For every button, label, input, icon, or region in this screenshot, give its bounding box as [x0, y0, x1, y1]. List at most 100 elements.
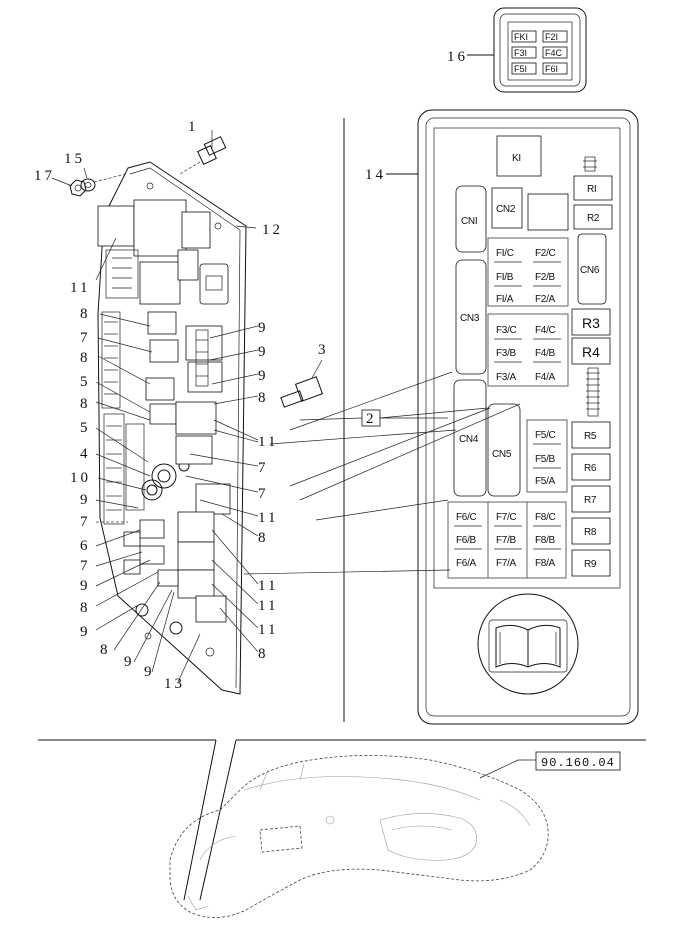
callout-9: 9 [80, 578, 91, 594]
connector-cn2-label: CN2 [496, 204, 516, 215]
relay-r5-label: R5 [584, 431, 597, 442]
callout-2-group: 2 [243, 371, 521, 575]
fuse-label: F5/B [535, 454, 556, 465]
callout-8: 8 [80, 306, 91, 322]
stud-1: 1 [179, 119, 227, 175]
fuse-label: F7/C [496, 512, 517, 523]
callout-9: 9 [124, 654, 135, 670]
callout-9: 9 [258, 320, 269, 336]
callout-7: 7 [80, 514, 91, 530]
callout-6: 6 [80, 538, 91, 554]
connector-cn3-label: CN3 [460, 313, 480, 324]
fuse-block-label: FKI [514, 32, 528, 42]
callout-17: 17 [34, 168, 55, 184]
callout-8: 8 [80, 396, 91, 412]
fuse-label: F8/B [535, 535, 556, 546]
fuse-label: F7/B [496, 535, 517, 546]
callout-12: 12 [262, 222, 283, 238]
fuse-label: FI/C [496, 248, 514, 259]
fuse-label: F4/A [535, 372, 556, 383]
connector-cn1-label: CNI [461, 216, 477, 227]
fuse-block-label: F4C [545, 48, 563, 58]
relay-k1-label: KI [512, 153, 521, 164]
fuse-label: F7/A [496, 558, 517, 569]
leader-lines [95, 225, 259, 683]
connector-cn5-label: CN5 [492, 449, 512, 460]
fuse-block-label: F2I [545, 32, 558, 42]
callout-3: 3 [318, 342, 329, 358]
fuse-label: F2/B [535, 272, 556, 283]
callout-15: 15 [64, 151, 85, 167]
bolt-3: 3 [280, 342, 329, 408]
fuse-label: F4/C [535, 325, 556, 336]
fuse-label: F3/C [496, 325, 517, 336]
callout-8: 8 [258, 390, 269, 406]
callout-10: 10 [70, 470, 91, 486]
fuse-label: F5/A [535, 476, 556, 487]
callout-11: 11 [258, 510, 278, 526]
fuse-label: F3/B [496, 348, 517, 359]
callout-4: 4 [80, 446, 91, 462]
callout-2: 2 [366, 411, 377, 427]
fuse-block-label: F6I [545, 64, 558, 74]
reference-box: 90.160.04 [518, 751, 621, 771]
fuse-label: FI/A [496, 294, 514, 305]
fuse-label: FI/B [496, 272, 514, 283]
fuse-block-label: F5I [514, 64, 527, 74]
relay-r7-label: R7 [584, 495, 597, 506]
callout-9: 9 [80, 492, 91, 508]
callout-9: 9 [144, 664, 155, 680]
fuse-label: F8/A [535, 558, 556, 569]
diode-strip [586, 367, 600, 417]
reference-number: 90.160.04 [541, 756, 615, 770]
callout-13: 13 [164, 676, 185, 692]
relay-r6-label: R6 [584, 463, 597, 474]
callout-1: 1 [188, 119, 199, 135]
decal-panel-14: 14 KI CNI CN2 RI R2 FI/C FI/B FI/A F2/C … [365, 109, 639, 725]
callout-8: 8 [258, 530, 269, 546]
callout-9: 9 [258, 368, 269, 384]
callout-11: 11 [258, 598, 278, 614]
relay-r2-label: R2 [587, 213, 600, 224]
fuse-block-16: FKI F2I F3I F4C F5I F6I 16 [447, 7, 587, 93]
callout-7: 7 [80, 558, 91, 574]
relay-r3-label: R3 [582, 315, 600, 331]
fuse-label: F2/C [535, 248, 556, 259]
callout-7: 7 [80, 330, 91, 346]
relay-r9-label: R9 [584, 559, 597, 570]
relay-r4-label: R4 [582, 344, 600, 360]
connector-cn4-label: CN4 [459, 434, 479, 445]
callout-8: 8 [80, 600, 91, 616]
connector-cn6-label: CN6 [580, 265, 600, 276]
callout-14: 14 [365, 167, 386, 183]
fuse-label: F4/B [535, 348, 556, 359]
callout-8: 8 [80, 350, 91, 366]
callout-5: 5 [80, 420, 91, 436]
nut-washer-15-17: 15 17 [34, 151, 127, 197]
fuse-label: F3/A [496, 372, 517, 383]
callout-11: 11 [70, 280, 90, 296]
callout-11: 11 [258, 622, 278, 638]
fuse-block-label: F3I [514, 48, 527, 58]
fuse-label: F8/C [535, 512, 556, 523]
relay-r1-label: RI [587, 184, 596, 195]
callout-7: 7 [258, 460, 269, 476]
fuse-label: F2/A [535, 294, 556, 305]
manual-book-icon [477, 593, 579, 695]
callout-9: 9 [258, 344, 269, 360]
relay-board-assembly [97, 161, 247, 695]
relay-r8-label: R8 [584, 527, 597, 538]
fuse-label: F6/A [456, 558, 477, 569]
callout-9: 7 [258, 486, 269, 502]
callout-11: 11 [258, 578, 278, 594]
callout-5: 5 [80, 374, 91, 390]
callout-11: 11 [258, 434, 278, 450]
fuse-label: F6/B [456, 535, 477, 546]
fender-outline [38, 739, 646, 918]
callout-11: 8 [258, 646, 269, 662]
fuse-label: F5/C [535, 430, 556, 441]
callout-16: 16 [447, 49, 468, 65]
fuse-label: F6/C [456, 512, 477, 523]
callout-9: 9 [80, 624, 91, 640]
